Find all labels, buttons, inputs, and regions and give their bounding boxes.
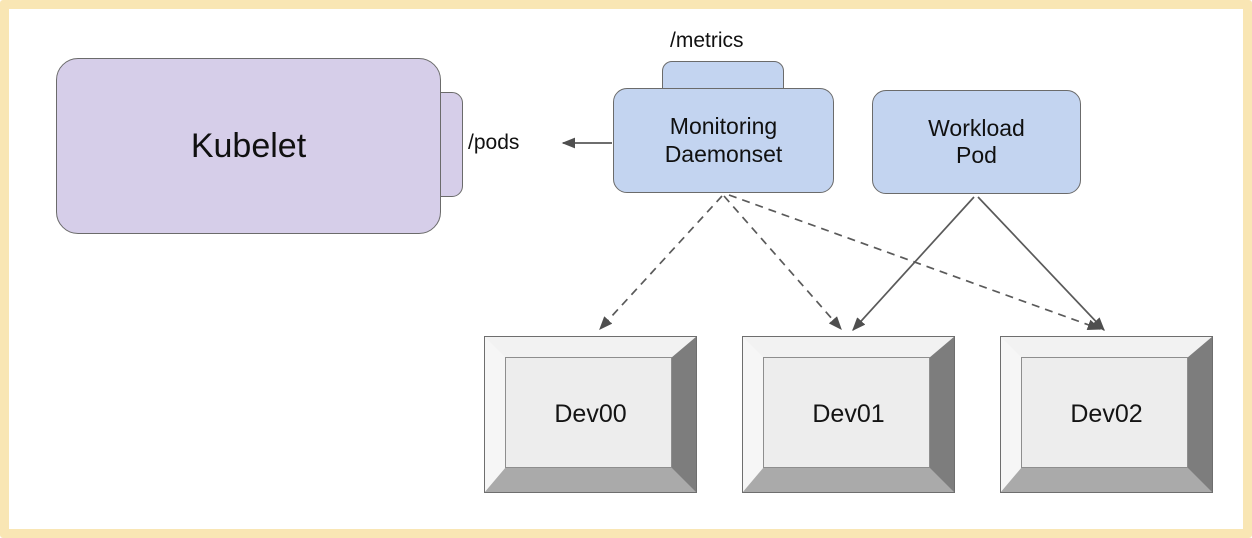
node-monitoring-daemonset[interactable]: Monitoring Daemonset: [613, 88, 834, 193]
pods-endpoint-label: /pods: [468, 131, 520, 154]
node-device-dev00-label: Dev00: [554, 400, 627, 428]
node-device-dev02[interactable]: Dev02: [1000, 336, 1213, 493]
device-bevel-frame: [1000, 336, 1213, 493]
node-monitoring-daemonset-line1: Monitoring: [669, 113, 778, 140]
node-workload-pod[interactable]: Workload Pod: [872, 90, 1081, 194]
node-kubelet-label: Kubelet: [190, 126, 307, 165]
node-kubelet[interactable]: Kubelet: [56, 58, 441, 234]
node-workload-pod-line1: Workload: [928, 114, 1025, 141]
device-bevel-frame: [484, 336, 697, 493]
node-device-dev00[interactable]: Dev00: [484, 336, 697, 493]
device-bevel-frame: [742, 336, 955, 493]
edge-daemonset-to-dev01: [723, 195, 842, 331]
node-workload-pod-line2: Pod: [956, 142, 997, 168]
node-workload-pod-label: Workload Pod: [928, 115, 1025, 169]
node-monitoring-daemonset-label: Monitoring Daemonset: [665, 113, 783, 167]
node-device-dev01-label: Dev01: [812, 400, 885, 428]
edge-daemonset-to-dev00: [599, 195, 723, 331]
edge-workload-to-dev01: [852, 196, 975, 332]
node-device-dev02-label: Dev02: [1070, 400, 1143, 428]
metrics-endpoint-label: /metrics: [670, 29, 744, 52]
edge-workload-to-dev02: [977, 196, 1105, 331]
node-monitoring-daemonset-line2: Daemonset: [664, 140, 783, 167]
node-device-dev01[interactable]: Dev01: [742, 336, 955, 493]
